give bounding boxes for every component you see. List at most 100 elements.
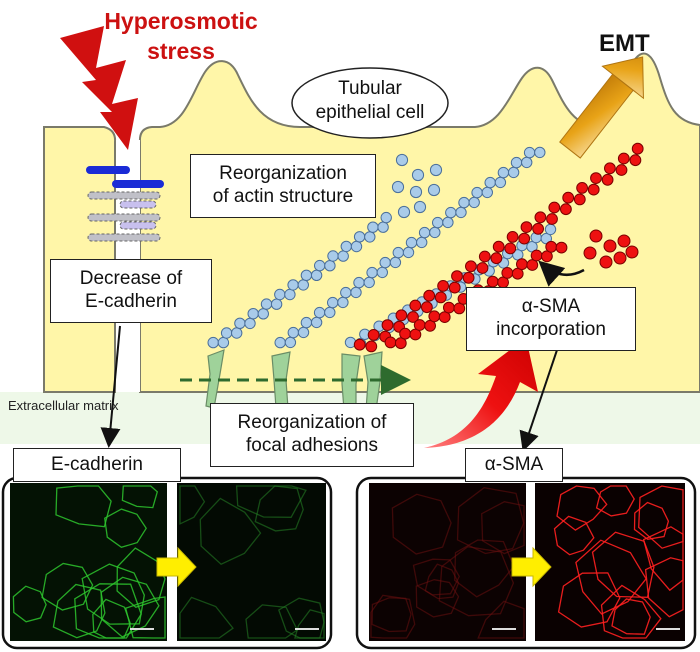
bead	[395, 153, 409, 167]
cell-outline	[52, 583, 106, 639]
cell-label-ellipse	[291, 67, 449, 139]
cell-outline	[595, 485, 635, 517]
bead	[353, 276, 365, 289]
ecad-yellow-arrow-icon	[156, 546, 197, 588]
cell-outline	[41, 562, 94, 611]
bead	[270, 298, 283, 310]
bead	[560, 203, 572, 216]
bead	[397, 205, 411, 219]
bead	[244, 317, 256, 330]
bead	[573, 193, 586, 206]
asma-incorp-line1: α-SMA	[521, 296, 581, 317]
bead	[217, 336, 230, 349]
cell-outline	[370, 594, 416, 639]
bead	[377, 221, 389, 233]
bead	[530, 249, 543, 262]
bead	[617, 234, 631, 248]
cell-outline	[611, 598, 651, 635]
bead	[534, 211, 547, 224]
bead	[497, 166, 510, 179]
asma-incorp-line2: incorporation	[496, 319, 606, 340]
bead	[327, 296, 339, 309]
bead	[381, 319, 394, 332]
cell-outline	[644, 557, 684, 618]
bead	[402, 246, 415, 259]
bead	[416, 236, 428, 249]
bead	[625, 245, 639, 259]
bead	[363, 276, 375, 289]
bead	[458, 196, 470, 209]
bead	[432, 216, 444, 229]
bead	[350, 240, 363, 253]
bead	[587, 183, 600, 196]
bead	[407, 311, 419, 323]
cell-outline	[55, 485, 112, 528]
bead	[583, 246, 597, 260]
bead	[365, 340, 378, 353]
cell-outline	[642, 526, 684, 592]
bead	[516, 258, 528, 271]
free-actin-beads	[391, 153, 443, 219]
bead	[510, 156, 523, 169]
bead	[389, 256, 402, 269]
bead	[476, 262, 489, 274]
bead	[427, 183, 441, 197]
bead	[340, 240, 352, 253]
bead	[247, 308, 259, 320]
bead	[504, 242, 517, 255]
cell-outline	[454, 539, 515, 598]
bead	[590, 172, 602, 185]
cell-outline	[424, 563, 460, 600]
bead	[478, 250, 491, 263]
bead	[367, 221, 379, 233]
stress-label: Hyperosmotic stress	[86, 6, 276, 66]
bead	[532, 222, 544, 235]
bead	[544, 223, 557, 236]
bead	[562, 191, 575, 204]
cell-outline	[575, 539, 647, 615]
bead	[300, 316, 313, 329]
bead	[409, 299, 422, 312]
bead	[234, 317, 246, 329]
bead	[507, 166, 520, 179]
bead	[599, 255, 613, 269]
bead	[631, 142, 644, 155]
bead	[443, 301, 455, 314]
bead	[394, 337, 407, 350]
cell-outline	[278, 597, 325, 639]
bead	[274, 336, 286, 349]
cell-outline	[477, 600, 525, 639]
bead	[297, 326, 310, 339]
bead	[405, 236, 418, 249]
bead	[486, 275, 499, 288]
free-alpha-sma-beads	[583, 229, 639, 269]
bead	[274, 288, 286, 301]
bead	[297, 279, 309, 291]
emt-arrow	[559, 56, 644, 159]
bead	[327, 250, 339, 262]
bead	[391, 180, 405, 194]
cell-outline	[600, 584, 662, 639]
bead	[534, 146, 546, 159]
cell-outline	[179, 596, 234, 639]
bead	[337, 250, 349, 262]
actin-label-line2: of actin structure	[212, 186, 354, 207]
bead	[492, 240, 505, 253]
bead	[367, 329, 380, 341]
bead	[366, 266, 378, 279]
e-cadherin-molecules	[86, 166, 164, 242]
cell-outline	[481, 501, 525, 555]
ecad-decrease-line2: E-cadherin	[85, 291, 177, 312]
ecad-to-panel-arrow	[100, 325, 121, 448]
asma-panel-title: α-SMA	[465, 448, 563, 482]
bead	[257, 308, 269, 320]
focal-label-line1: Reorganization of	[237, 412, 387, 433]
bead	[353, 338, 366, 351]
bead	[409, 328, 422, 341]
cell-outline	[254, 485, 304, 532]
bead	[409, 185, 423, 199]
bead	[494, 176, 507, 189]
cell-outline	[81, 563, 145, 625]
bead	[468, 196, 480, 209]
bead	[429, 226, 441, 239]
